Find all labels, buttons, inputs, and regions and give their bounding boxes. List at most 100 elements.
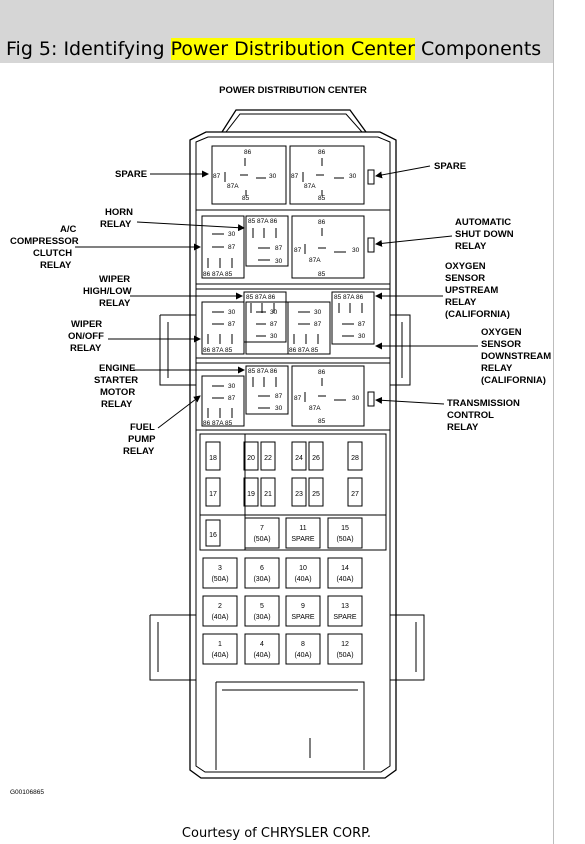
pin-label: 20 [247, 455, 255, 462]
label-ac-2: COMPRESSOR [10, 236, 79, 247]
pin-label: (40A) [294, 652, 311, 659]
pin-label: 87A [309, 257, 321, 264]
maxi-fuse [327, 517, 363, 549]
spare-relay-socket-right: 86 87 87A 30 85 [289, 145, 375, 205]
label-wiper-hl-2: HIGH/LOW [83, 286, 132, 297]
pin-label: 30 [358, 333, 366, 340]
pin-label: (50A) [253, 536, 270, 543]
label-wiper-hl-1: WIPER [99, 274, 130, 285]
svg-text:86 87A 85: 86 87A 85 [203, 347, 233, 354]
pin-label: 25 [312, 491, 320, 498]
pin-label: 87A [304, 183, 316, 190]
pin-label: 87 [358, 321, 366, 328]
pin-label: 86 [318, 369, 326, 376]
pin-label: 8 [301, 641, 305, 648]
pin-label: 85 [318, 418, 326, 425]
maxi-fuse [285, 517, 321, 549]
label-wiper-onoff-3: RELAY [70, 343, 102, 354]
pin-label: 28 [351, 455, 359, 462]
pin-label: 26 [312, 455, 320, 462]
label-trans-2: CONTROL [447, 410, 494, 421]
pin-label: 87 [228, 395, 236, 402]
mini-fuse [347, 477, 363, 507]
label-wiper-onoff-1: WIPER [71, 319, 102, 330]
label-starter-1: ENGINE [99, 363, 135, 374]
maxi-fuse [244, 633, 280, 665]
pin-label: 16 [209, 532, 217, 539]
label-spare-right: SPARE [434, 161, 466, 172]
pin-label: 87A [227, 183, 239, 190]
label-wiper-hl-3: RELAY [99, 298, 131, 309]
leader-line [157, 395, 201, 429]
pin-label: 18 [209, 455, 217, 462]
svg-text:85 87A 86: 85 87A 86 [248, 368, 278, 375]
middle-relay-socket: 30 87 30 [245, 301, 289, 355]
mini-fuse [347, 441, 363, 471]
pin-label: (40A) [253, 652, 270, 659]
label-trans-1: TRANSMISSION [447, 398, 520, 409]
pin-label: 30 [275, 258, 283, 265]
maxi-fuse [327, 633, 363, 665]
pin-label: 21 [264, 491, 272, 498]
pin-label: (30A) [253, 614, 270, 621]
label-horn-2: RELAY [100, 219, 132, 230]
pin-label: 2 [218, 603, 222, 610]
wiper-on-off-relay-socket: 30 87 86 87A 85 [201, 301, 245, 355]
mini-fuse [260, 477, 276, 507]
pin-label: 11 [299, 525, 306, 532]
pdc-housing [149, 109, 425, 779]
pin-label: 12 [341, 641, 349, 648]
pdc-diagram: POWER DISTRIBUTION CENTER 86 87 87A 30 8… [10, 85, 551, 796]
figure-title: Fig 5: Identifying Power Distribution Ce… [6, 38, 541, 60]
mini-fuse [291, 441, 307, 471]
label-o2down-3: DOWNSTREAM [481, 351, 551, 362]
maxi-fuse [244, 517, 280, 549]
pin-label: 85 [318, 195, 326, 202]
maxi-fuse [202, 557, 238, 589]
label-o2up-2: SENSOR [445, 273, 485, 284]
pin-label: SPARE [333, 614, 357, 621]
pin-label: 30 [349, 173, 357, 180]
svg-text:86 87A 85: 86 87A 85 [203, 420, 233, 427]
mini-fuse [291, 477, 307, 507]
pin-label: (40A) [294, 576, 311, 583]
leader-line [375, 235, 453, 247]
label-ac-3: CLUTCH [33, 248, 72, 259]
pin-label: 4 [260, 641, 264, 648]
label-starter-2: STARTER [94, 375, 138, 386]
title-prefix: Fig 5: Identifying [6, 38, 171, 60]
pin-label: 30 [314, 309, 322, 316]
mini-fuse [260, 441, 276, 471]
pin-label: 10 [299, 565, 307, 572]
pin-label: 13 [341, 603, 349, 610]
pin-label: 87 [275, 393, 283, 400]
transmission-control-relay-socket: 86 87 87A 30 85 [291, 365, 375, 427]
pin-label: 14 [341, 565, 349, 572]
pin-label: 5 [260, 603, 264, 610]
pin-label: (40A) [336, 576, 353, 583]
pin-label: 87 [228, 321, 236, 328]
pin-label: 30 [275, 405, 283, 412]
asd-relay-socket: 86 87 87A 30 85 [291, 215, 375, 279]
pin-label: 19 [247, 491, 255, 498]
pin-label: 87 [291, 173, 299, 180]
pin-label: 87A [309, 405, 321, 412]
title-suffix: Components [414, 38, 542, 60]
maxi-fuse [285, 557, 321, 589]
label-spare-left: SPARE [115, 169, 147, 180]
pin-label: 86 [244, 149, 252, 156]
pin-label: 30 [269, 173, 277, 180]
figure-credit: Courtesy of CHRYSLER CORP. [181, 826, 372, 841]
label-o2up-4: RELAY [445, 297, 477, 308]
pin-label: SPARE [291, 614, 315, 621]
svg-text:86 87A 85: 86 87A 85 [203, 271, 233, 278]
leader-line [136, 221, 245, 232]
pin-label: SPARE [291, 536, 315, 543]
o2-sensor-downstream-relay-socket: 30 87 86 87A 85 [287, 301, 331, 355]
pin-label: 30 [270, 309, 278, 316]
label-wiper-onoff-2: ON/OFF [68, 331, 104, 342]
pin-label: 9 [301, 603, 305, 610]
label-o2up-1: OXYGEN [445, 261, 486, 272]
pin-label: 30 [352, 247, 360, 254]
svg-text:85 87A 86: 85 87A 86 [248, 218, 278, 225]
